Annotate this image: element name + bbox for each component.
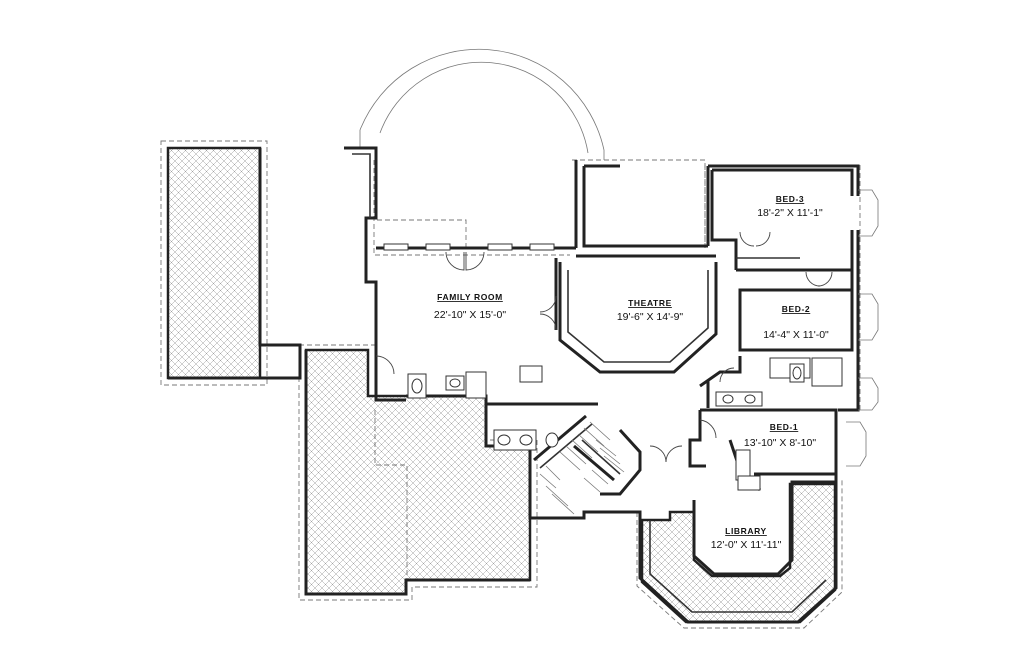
library-surround-hatch (640, 482, 837, 624)
room-dims-family: 22'-10" X 15'-0" (434, 309, 506, 321)
left-storage-hatch (166, 146, 262, 380)
windows (383, 243, 555, 251)
walls (168, 146, 860, 624)
room-name-library: LIBRARY (725, 526, 767, 536)
door-swings (375, 231, 833, 463)
room-name-family: FAMILY ROOM (437, 292, 503, 302)
footing-lines (160, 140, 861, 629)
room-dims-bed3: 18'-2" X 11'-1" (757, 207, 823, 219)
room-name-bed3: BED-3 (776, 194, 805, 204)
room-name-bed1: BED-1 (770, 422, 799, 432)
bay-arc (359, 48, 605, 160)
room-dims-bed1: 13'-10" X 8'-10" (744, 437, 816, 449)
hatched-areas (166, 146, 837, 624)
stairs (539, 421, 625, 515)
room-name-theatre: THEATRE (628, 298, 672, 308)
bay-windows (846, 189, 879, 467)
room-name-bed2: BED-2 (782, 304, 811, 314)
room-labels: FAMILY ROOM 22'-10" X 15'-0" THEATRE 19'… (434, 194, 829, 551)
room-dims-theatre: 19'-6" X 14'-9" (617, 311, 684, 323)
fixtures (407, 357, 843, 491)
room-dims-library: 12'-0" X 11'-11" (711, 539, 782, 551)
room-dims-bed2: 14'-4" X 11'-0" (763, 329, 829, 341)
